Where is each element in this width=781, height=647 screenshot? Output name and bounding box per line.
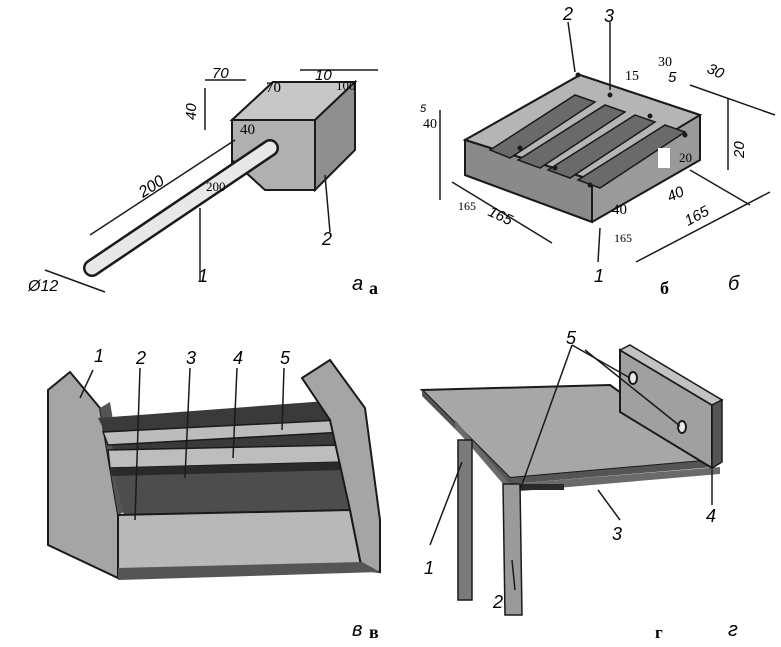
leader-2: [511, 559, 516, 591]
shelf-4-edge: [110, 462, 345, 476]
dim-5: 5: [668, 69, 677, 86]
leader-4: [232, 367, 238, 459]
part-label-2: 2: [492, 592, 503, 612]
panel-a-letter-bold: а: [369, 278, 378, 298]
leader-2: [324, 174, 331, 233]
panel-g-letter-italic: г: [728, 619, 738, 641]
dim-10-partial: 10: [315, 67, 332, 84]
slat: [516, 104, 627, 169]
dim-40-front: 40: [612, 202, 627, 218]
part-label-2: 2: [321, 229, 332, 249]
dim-30-top: 30: [658, 55, 672, 70]
part-label-2: 2: [135, 348, 146, 368]
white-patch: [658, 148, 670, 168]
apron: [455, 420, 720, 492]
dim-40-right: 40: [665, 183, 688, 206]
dim-40-left: 40: [423, 117, 437, 132]
dim-40-face: 40: [240, 122, 255, 138]
slat: [546, 114, 657, 179]
dim-line-200: [89, 139, 236, 236]
panel-b-drawing: 2 3 30 15 5 30 40 5 20 20 40 40 165 165 …: [420, 4, 776, 298]
dim-165-label: 165: [458, 199, 476, 213]
board-front: [464, 138, 593, 224]
dim-line-30-right: [689, 84, 776, 116]
part-label-3: 3: [612, 524, 622, 544]
leader-5: [281, 367, 285, 431]
hole: [517, 145, 523, 151]
part-label-1: 1: [198, 266, 208, 286]
bottom-edge: [118, 562, 380, 580]
part-label-5: 5: [280, 348, 291, 368]
leg-back: [457, 439, 473, 601]
stop-bar-end: [711, 398, 723, 470]
leader-1: [429, 461, 463, 546]
leader-2: [134, 367, 141, 521]
apron-clip: [520, 484, 564, 490]
dim-20-label: 20: [679, 150, 692, 165]
hole: [587, 182, 593, 188]
panel-b-letter-italic: б: [728, 273, 740, 295]
panel-g-letter-bold: г: [655, 623, 663, 642]
dim-200-shaft: 200: [135, 173, 168, 202]
dim-165-small: 165: [614, 231, 632, 245]
hole: [607, 92, 613, 98]
hole: [575, 72, 581, 78]
dim-15: 15: [625, 69, 639, 84]
part-label-5: 5: [566, 328, 577, 348]
leg-front: [502, 483, 523, 616]
dim-200-small: 200: [206, 179, 226, 194]
part-label-1: 1: [424, 558, 434, 578]
bolt-hole: [677, 420, 687, 434]
dim-165-bottom-left: 165: [485, 203, 515, 229]
leader-1: [79, 369, 94, 399]
dim-30-right: 30: [704, 60, 727, 83]
slats: [488, 72, 688, 189]
part-label-1: 1: [94, 346, 104, 366]
left-wall: [47, 370, 119, 580]
part-label-4: 4: [233, 348, 243, 368]
bolt-hole: [628, 371, 638, 385]
dim-line-165-left: [451, 181, 553, 244]
dim-tick-5: 5: [420, 103, 427, 115]
panel-v-letter-bold: в: [369, 622, 379, 642]
shaft-body: [85, 141, 277, 275]
leader-5b: [519, 344, 573, 491]
dim-100: 100: [336, 78, 356, 93]
dim-diameter-12: Ø12: [27, 278, 58, 295]
slat: [488, 94, 597, 159]
leader-3: [184, 367, 191, 479]
leader-5a: [571, 344, 631, 379]
slat: [576, 124, 687, 189]
dim-line-12: [44, 269, 106, 293]
hole: [682, 132, 688, 138]
leader-3: [597, 489, 621, 521]
panel-v-drawing: 1 2 3 4 5 в в: [47, 346, 381, 642]
dim-165-right: 165: [682, 202, 713, 229]
leader-2: [567, 21, 576, 73]
dim-line-40-right: [689, 169, 751, 206]
panel-a-letter-italic: a: [352, 273, 363, 295]
panel-b-letter-bold: б: [660, 278, 669, 298]
leader-5c: [584, 349, 681, 427]
tabletop-front-edge: [510, 460, 715, 484]
part-label-3: 3: [186, 348, 196, 368]
part-label-3: 3: [604, 6, 614, 26]
panel-g-drawing: 5 1 2 3 4 г г: [419, 328, 738, 642]
panel-a-drawing: 70 70 10 100 40 40 200 200 Ø12 1 2 a а: [27, 65, 378, 298]
dim-70-right: 70: [266, 80, 281, 96]
part-label-4: 4: [706, 506, 716, 526]
part-label-1: 1: [594, 266, 604, 286]
dim-20-side: 20: [731, 141, 748, 159]
panel-v-letter-italic: в: [352, 619, 362, 641]
leader-1: [597, 227, 601, 263]
hole: [552, 165, 558, 171]
part-label-2: 2: [562, 4, 573, 24]
hole: [647, 113, 653, 119]
dim-70-left: 70: [212, 65, 229, 82]
dim-40-left: 40: [183, 103, 200, 120]
